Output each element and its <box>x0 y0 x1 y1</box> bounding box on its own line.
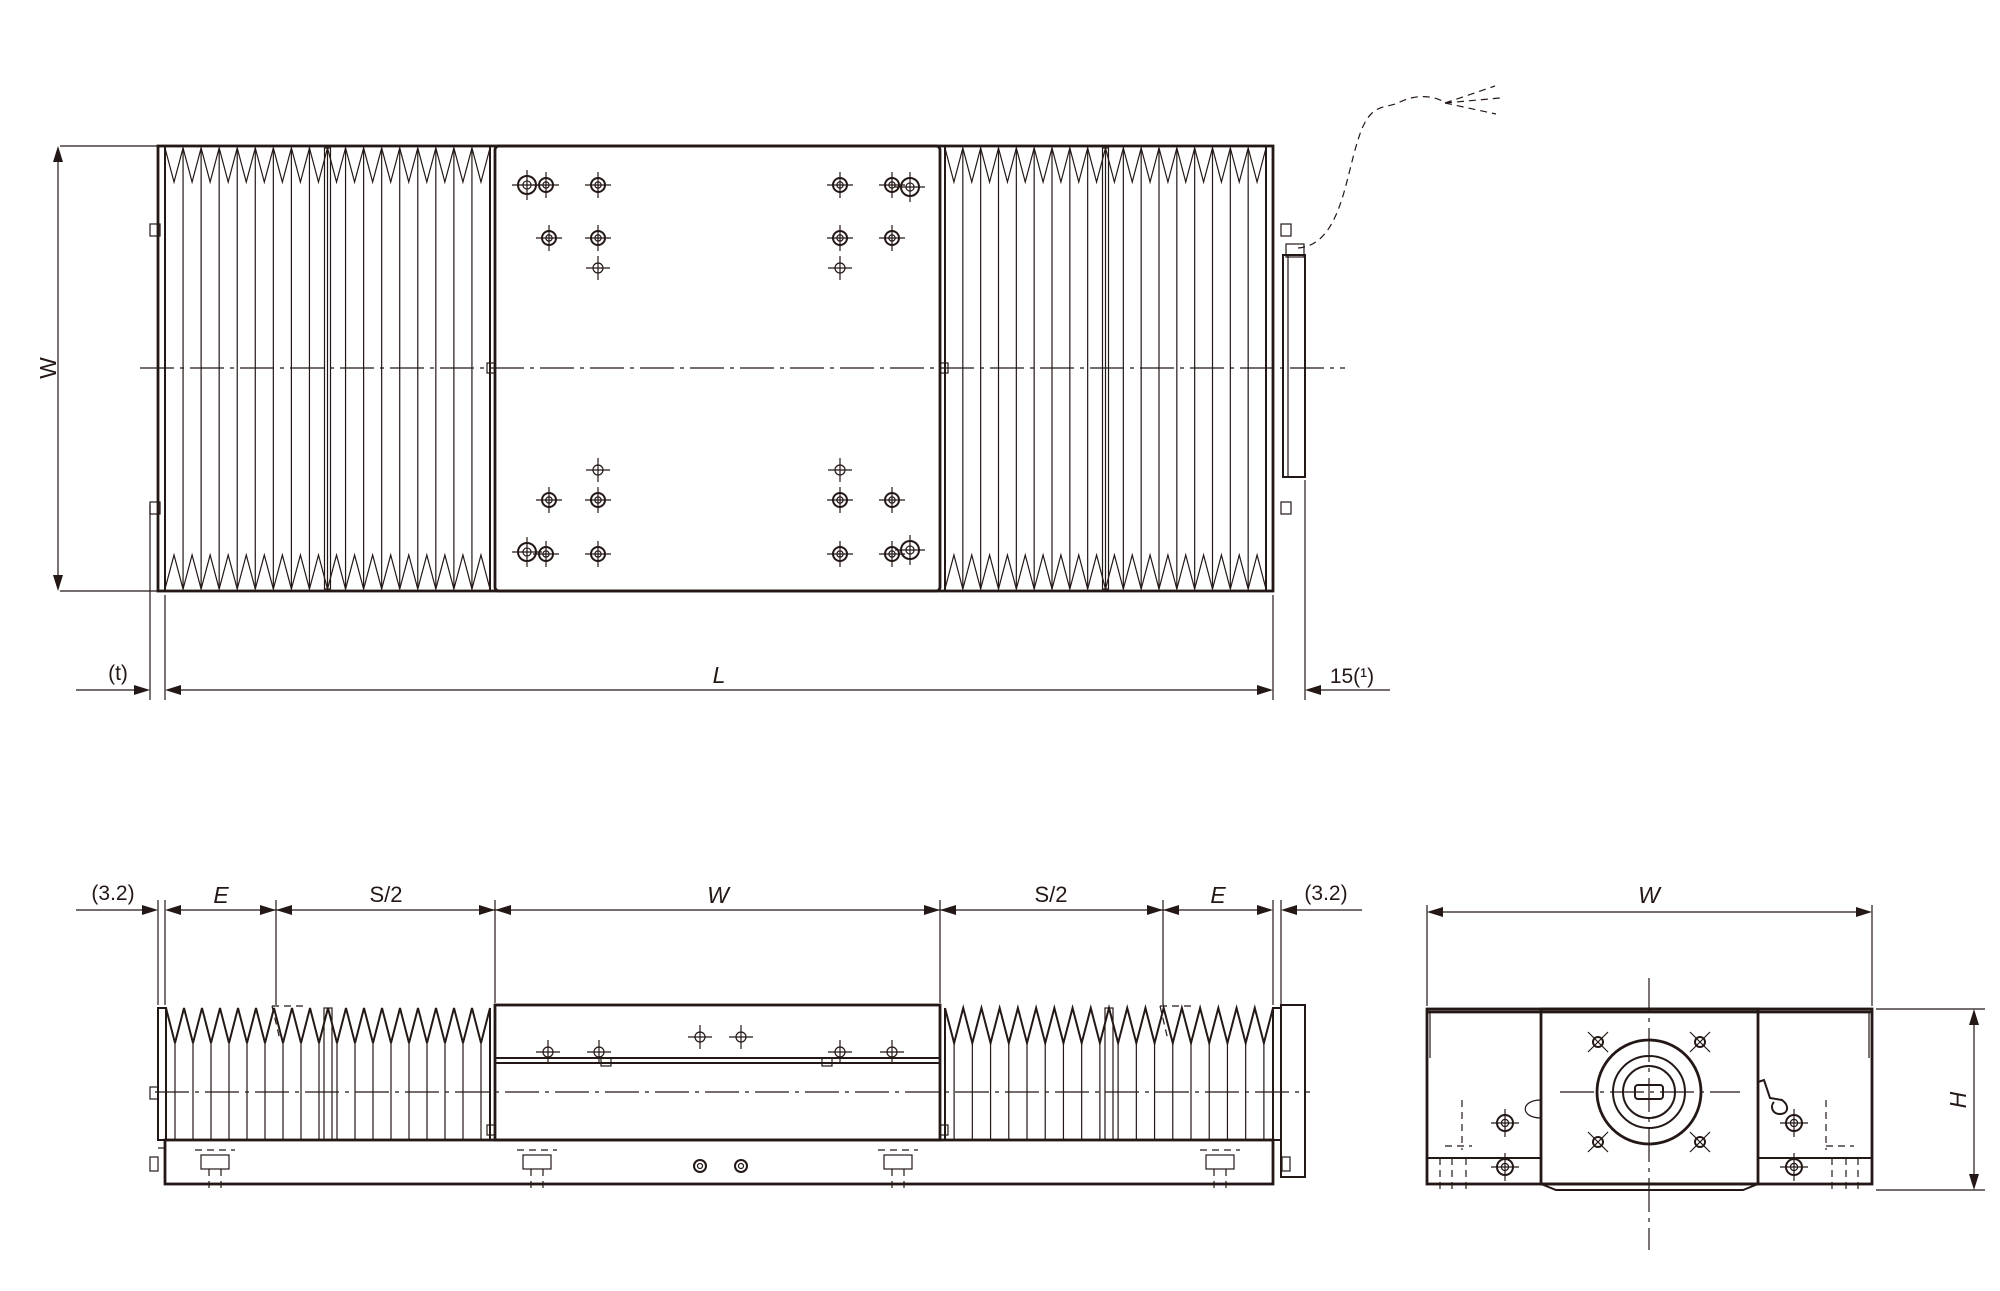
arrow <box>260 905 276 915</box>
base-side <box>163 1138 1275 1186</box>
end-view: W H <box>1425 882 1985 1250</box>
base-bolt-head <box>1205 1154 1235 1170</box>
end-plate-left-side <box>157 1007 167 1141</box>
arrow <box>495 905 511 915</box>
hidden-lines-side <box>271 1005 1196 1041</box>
table-plate-line <box>494 1057 941 1064</box>
side-tab-left <box>486 1124 496 1136</box>
cable-dashed <box>1297 96 1446 249</box>
end-hidden-left <box>1439 1145 1472 1190</box>
end-diag-hole <box>1694 1136 1706 1148</box>
base-hole <box>734 1159 748 1173</box>
arrow <box>940 905 956 915</box>
table-side <box>493 1003 942 1142</box>
side-bolt-l1 <box>149 1086 159 1100</box>
end-diag-hole <box>1592 1036 1604 1048</box>
cable-wires-dashed <box>1444 85 1501 115</box>
end-diag-hole <box>1694 1036 1706 1048</box>
end-diag-cross <box>1689 1131 1711 1153</box>
label-32-right: (3.2) <box>1304 882 1347 905</box>
end-slot <box>1524 1099 1542 1119</box>
end-hidden-vert <box>1461 1100 1827 1150</box>
label-w-top: W <box>35 357 61 379</box>
side-bellows-divider <box>323 1007 333 1141</box>
side-bolt-l2 <box>149 1156 159 1172</box>
bellows-left-side <box>165 1007 491 1141</box>
arrow <box>142 905 158 915</box>
end-clip <box>1757 1078 1788 1116</box>
arrow <box>276 905 292 915</box>
label-s2-right: S/2 <box>1034 882 1067 907</box>
arrow <box>1163 905 1179 915</box>
bolt-right-upper <box>1280 223 1292 237</box>
label-e-left: E <box>213 882 229 908</box>
connector-box <box>1282 254 1306 478</box>
end-hidden-right <box>1826 1145 1859 1190</box>
dim-arrows-side <box>142 905 1297 915</box>
arrow <box>924 905 940 915</box>
arrow <box>1281 905 1297 915</box>
base-bolt-head <box>883 1154 913 1170</box>
side-bellows-zigzag <box>944 1004 1274 1047</box>
end-diag-cross <box>1587 1131 1609 1153</box>
end-diag-cross <box>1689 1031 1711 1053</box>
label-e-right: E <box>1210 882 1226 908</box>
label-l: L <box>713 662 726 688</box>
side-bellows-divider <box>1104 1007 1114 1141</box>
bellows-right-side <box>944 1004 1274 1141</box>
end-diag-cross <box>1587 1031 1609 1053</box>
base-hole <box>693 1159 707 1173</box>
side-view: (3.2) E S/2 W S/2 E (3.2) <box>76 882 1362 1192</box>
side-bellows-zigzag <box>165 1007 491 1044</box>
label-15: 15(¹) <box>1330 665 1374 688</box>
label-w-end: W <box>1638 882 1662 908</box>
side-bolt-r2 <box>1281 1156 1291 1172</box>
label-t: (t) <box>108 662 128 685</box>
arrow <box>1257 905 1273 915</box>
end-holes <box>1491 1031 1808 1181</box>
arrow <box>1147 905 1163 915</box>
base-bolt-head <box>200 1154 230 1170</box>
cable-gland <box>1285 243 1305 258</box>
bolt-left-upper <box>149 223 161 237</box>
end-diag-hole <box>1592 1136 1604 1148</box>
base-bolts-side <box>195 1149 1240 1192</box>
top-view: W (t) L 15(¹) <box>35 85 1501 700</box>
label-s2-left: S/2 <box>369 882 402 907</box>
bolt-right-lower <box>1280 501 1292 515</box>
holes-side <box>486 1025 949 1173</box>
base-hole-inner <box>696 1162 704 1170</box>
table-nub-left <box>600 1057 612 1067</box>
motor-block-side <box>1280 1004 1306 1178</box>
label-32-left: (3.2) <box>91 882 134 905</box>
arrow <box>479 905 495 915</box>
table-nub-right <box>821 1057 833 1067</box>
mounting-holes-top <box>486 170 949 567</box>
side-tab-right <box>939 1124 949 1136</box>
arrow <box>165 905 181 915</box>
end-plate-right-side <box>1272 1007 1282 1141</box>
base-hole-inner <box>737 1162 745 1170</box>
label-w-side: W <box>707 882 731 908</box>
label-h-end: H <box>1945 1091 1971 1108</box>
base-bolt-head <box>522 1154 552 1170</box>
